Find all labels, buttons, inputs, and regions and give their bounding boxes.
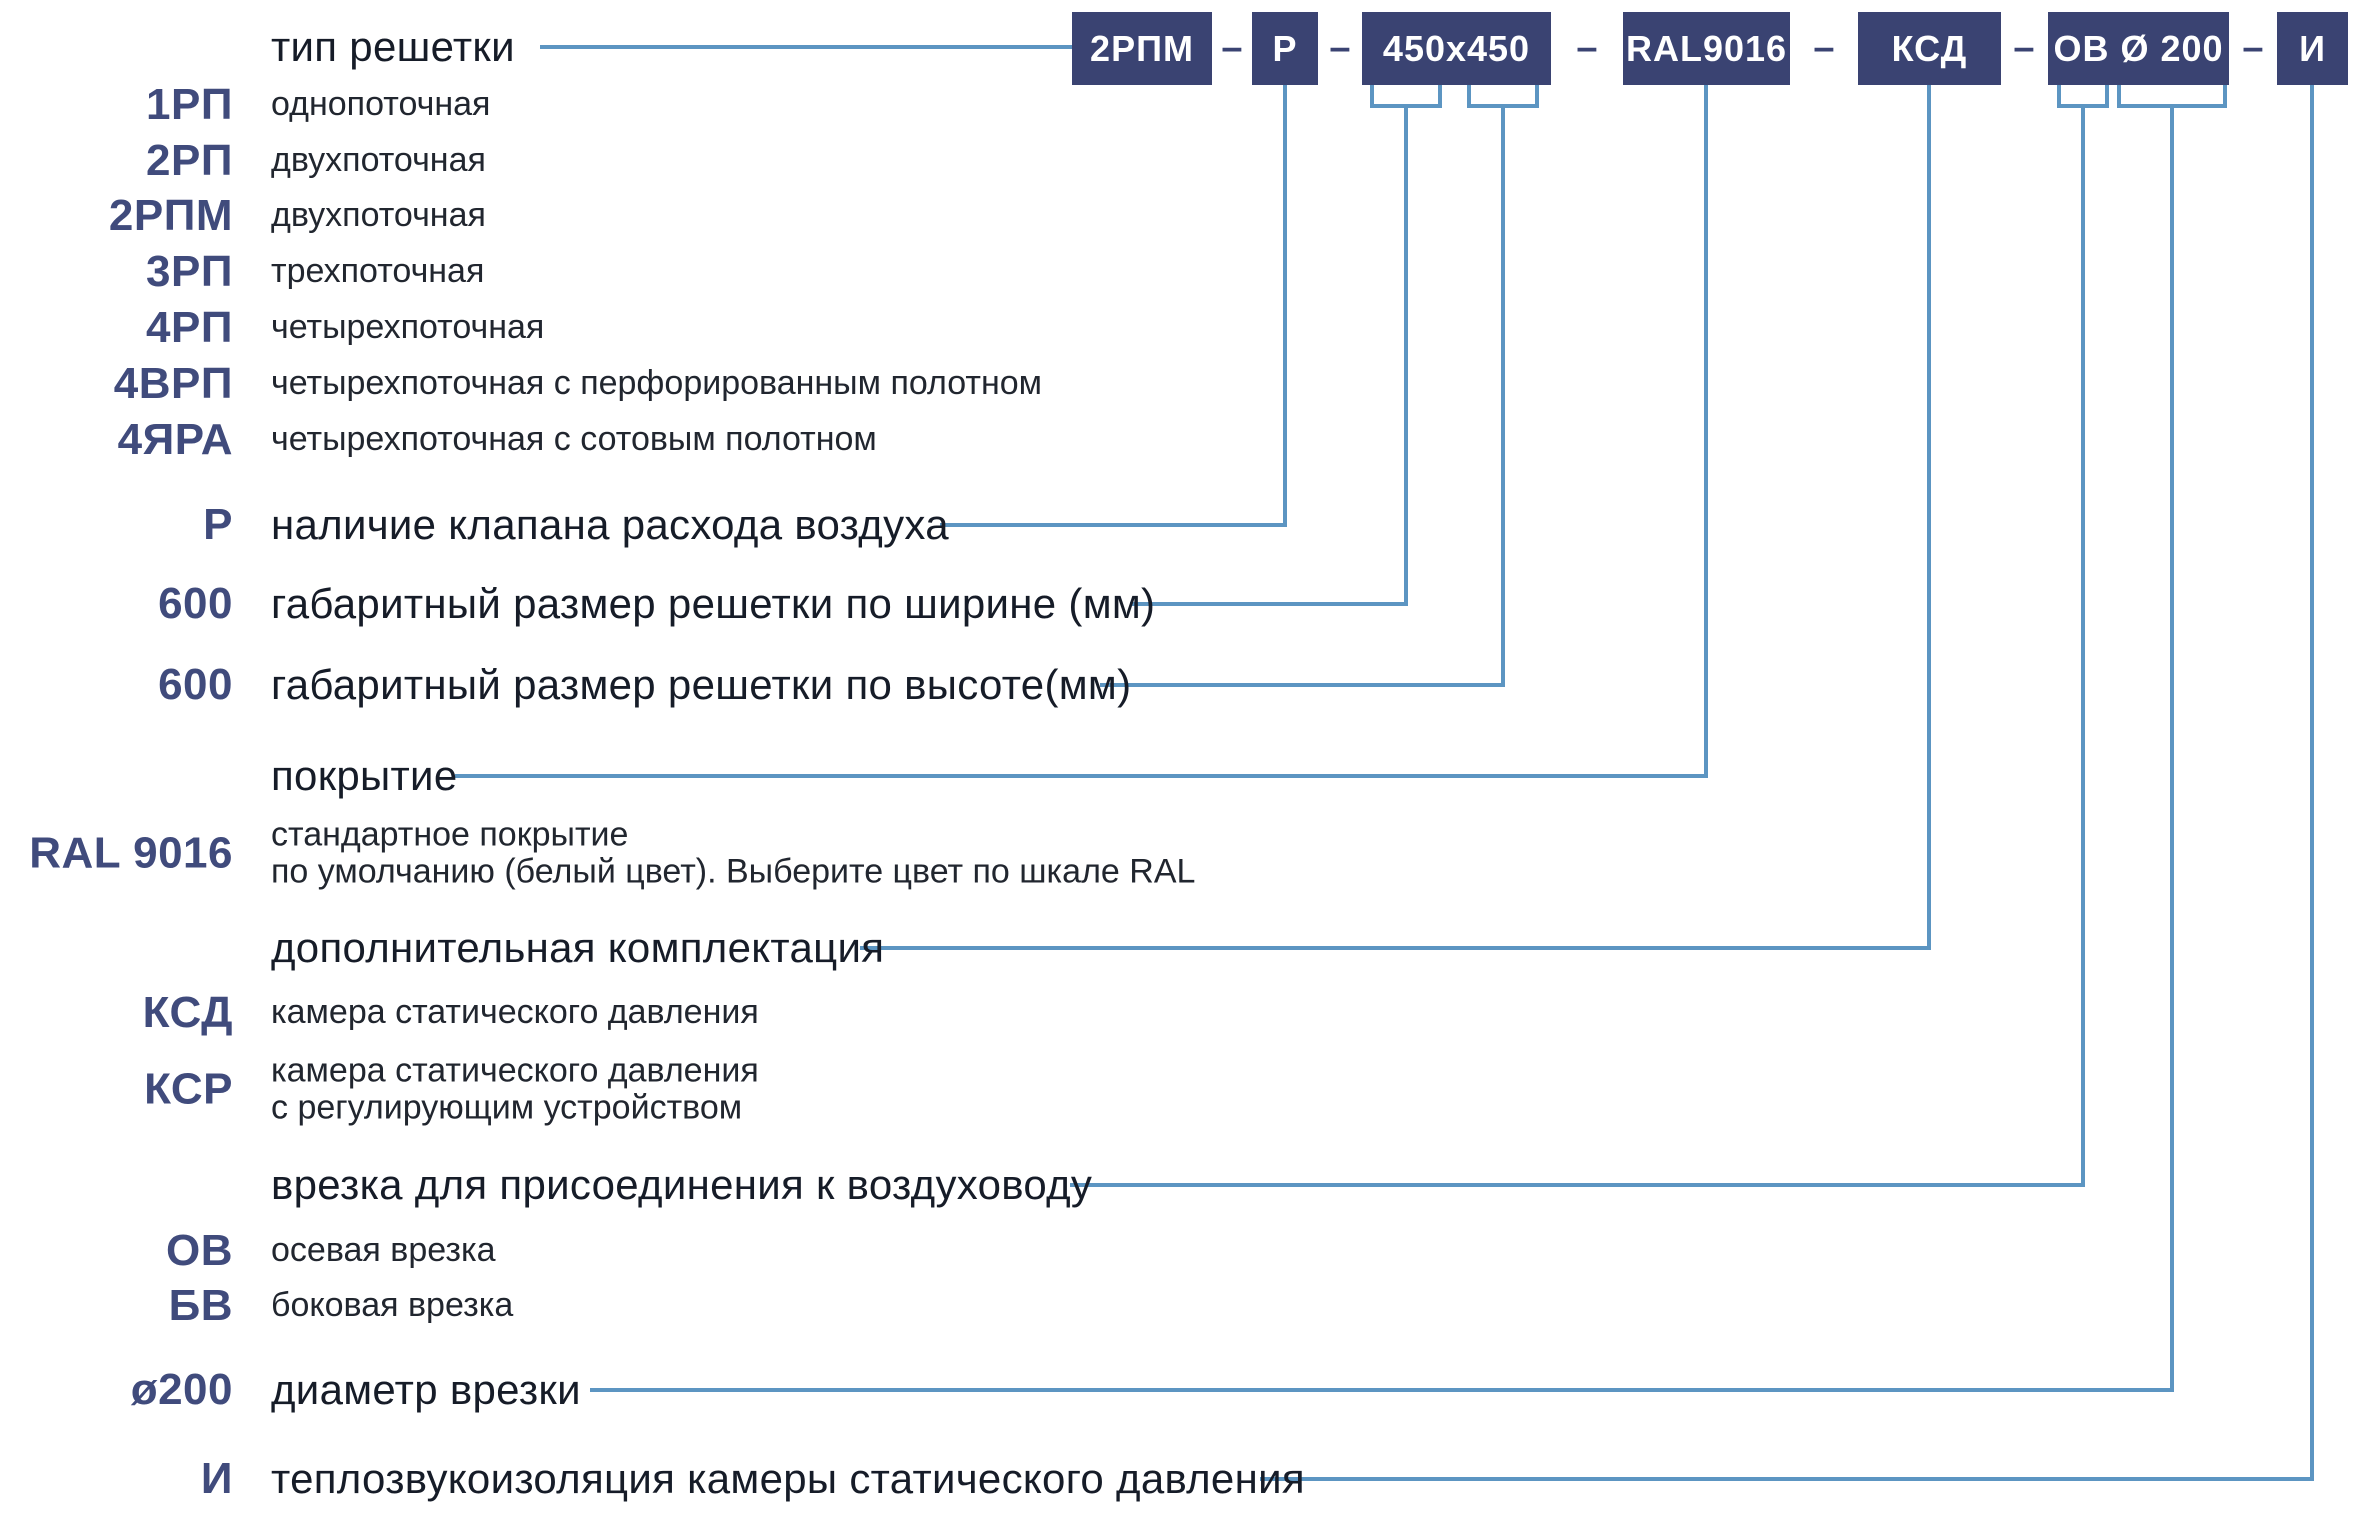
legend-heading-height: 600 габаритный размер решетки по высоте(… [0, 660, 2357, 710]
designation-box-coating: RAL9016 [1623, 12, 1790, 85]
legend-option-description-line2: с регулирующим устройством [271, 1089, 743, 1127]
legend-heading-label: дополнительная комплектация [271, 924, 885, 971]
connector-insulation [1260, 85, 2314, 1481]
legend-code: RAL 9016 [29, 829, 233, 878]
designation-box-label: Р [1272, 27, 1298, 69]
legend-code: Р [203, 500, 233, 549]
legend-option-description: стандартное покрытие по умолчанию (белый… [271, 815, 1196, 892]
legend-option-1rp: 1РП однопоточная [0, 80, 2357, 130]
legend-code: 4ЯРА [117, 415, 233, 464]
legend-option-description: двухпоточная [271, 196, 486, 235]
legend-option-description: трехпоточная [271, 252, 485, 291]
connector-axial-connection [1070, 85, 2109, 1187]
legend-heading-label: тип решетки [271, 23, 515, 70]
legend-option-description: двухпоточная [271, 141, 486, 180]
legend-code: ø200 [130, 1365, 233, 1414]
legend-option-description: четырехпоточная с перфорированным полотн… [271, 364, 1043, 403]
legend-heading-connection: врезка для присоединения к воздуховоду [0, 1161, 2357, 1209]
designation-box-equipment: КСД [1858, 12, 2001, 85]
legend-code: КСД [142, 988, 233, 1037]
legend-code: И [200, 1454, 233, 1503]
legend-heading-diameter: ø200 диаметр врезки [0, 1365, 2357, 1415]
legend-code: 600 [158, 579, 233, 628]
connector-width [1130, 85, 1442, 606]
legend-option-3rp: 3РП трехпоточная [0, 247, 2357, 297]
legend-heading-label: теплозвукоизоляция камеры статического д… [271, 1455, 1305, 1502]
legend-heading-width: 600 габаритный размер решетки по ширине … [0, 579, 2357, 629]
connector-diameter [590, 85, 2227, 1392]
connector-coating [455, 85, 1708, 778]
legend-heading-grille-type: тип решетки [0, 23, 2357, 71]
designation-separator: – [1576, 27, 1598, 69]
legend-code: ОВ [166, 1226, 233, 1275]
legend-option-description-line1: стандартное покрытие [271, 815, 629, 854]
designation-box-label: RAL9016 [1625, 27, 1788, 69]
designation-box-size: 450х450 [1362, 12, 1551, 85]
legend-option-2rpm: 2РПМ двухпоточная [0, 191, 2357, 241]
legend-code: 2РПМ [108, 191, 233, 240]
designation-box-insulation: И [2277, 12, 2348, 85]
legend-option-description: осевая врезка [271, 1231, 496, 1270]
legend-option-description: четырехпоточная [271, 308, 545, 347]
designation-box-label: КСД [1891, 27, 1968, 69]
designation-separator: – [1813, 27, 1835, 69]
designation-separator: – [2013, 27, 2035, 69]
designation-box-connection: ОВ Ø 200 [2048, 12, 2229, 85]
designation-box-valve: Р [1252, 12, 1318, 85]
legend-option-ov: ОВ осевая врезка [0, 1226, 2357, 1276]
designation-box-label: ОВ Ø 200 [2053, 27, 2224, 69]
legend-option-ral9016: RAL 9016 стандартное покрытие по умолчан… [0, 815, 2357, 892]
legend-code: 4ВРП [113, 359, 233, 408]
connector-equipment [860, 85, 1931, 950]
legend-heading-label: покрытие [271, 752, 458, 799]
designation-separator: – [1221, 27, 1243, 69]
legend-option-description: камера статического давления с регулирую… [271, 1051, 759, 1128]
legend-code: 4РП [146, 303, 233, 352]
legend-heading-label: диаметр врезки [271, 1366, 581, 1413]
legend-option-description: четырехпоточная с сотовым полотном [271, 420, 877, 459]
connector-height [1100, 85, 1539, 687]
designation-separator: – [2242, 27, 2264, 69]
legend-heading-coating: покрытие [0, 752, 2357, 800]
legend-code: 600 [158, 660, 233, 709]
connector-valve [940, 85, 1287, 527]
legend-heading-valve: Р наличие клапана расхода воздуха [0, 500, 2357, 550]
legend-option-description-line2: по умолчанию (белый цвет). Выберите цвет… [271, 853, 1196, 891]
legend-option-4vrp: 4ВРП четырехпоточная с перфорированным п… [0, 359, 2357, 409]
designation-box-grille-type: 2РПМ [1072, 12, 1212, 85]
legend-code: 1РП [146, 80, 233, 129]
legend-code: 2РП [146, 136, 233, 185]
legend-heading-insulation: И теплозвукоизоляция камеры статического… [0, 1454, 2357, 1504]
legend-code: БВ [168, 1281, 233, 1330]
designation-separator: – [1329, 27, 1351, 69]
legend-heading-label: наличие клапана расхода воздуха [271, 501, 949, 548]
legend-option-description-line1: камера статического давления [271, 1051, 759, 1090]
legend-option-4rp: 4РП четырехпоточная [0, 303, 2357, 353]
legend-option-2rp: 2РП двухпоточная [0, 136, 2357, 186]
legend-option-description: однопоточная [271, 85, 491, 124]
designation-box-label: 2РПМ [1090, 27, 1194, 69]
designation-box-label: И [2299, 27, 2326, 69]
legend-option-4yara: 4ЯРА четырехпоточная с сотовым полотном [0, 415, 2357, 465]
legend-heading-label: габаритный размер решетки по ширине (мм) [271, 580, 1156, 627]
legend-option-ksd: КСД камера статического давления [0, 988, 2357, 1038]
legend-code: КСР [144, 1065, 233, 1114]
legend-option-ksr: КСР камера статического давления с регул… [0, 1051, 2357, 1128]
legend-option-description: камера статического давления [271, 993, 759, 1032]
legend-option-description: боковая врезка [271, 1286, 514, 1325]
designation-box-label: 450х450 [1382, 27, 1531, 69]
legend-heading-label: габаритный размер решетки по высоте(мм) [271, 661, 1132, 708]
legend-heading-label: врезка для присоединения к воздуховоду [271, 1161, 1093, 1208]
legend-code: 3РП [146, 247, 233, 296]
legend-heading-equipment: дополнительная комплектация [0, 924, 2357, 972]
legend-option-bv: БВ боковая врезка [0, 1281, 2357, 1331]
